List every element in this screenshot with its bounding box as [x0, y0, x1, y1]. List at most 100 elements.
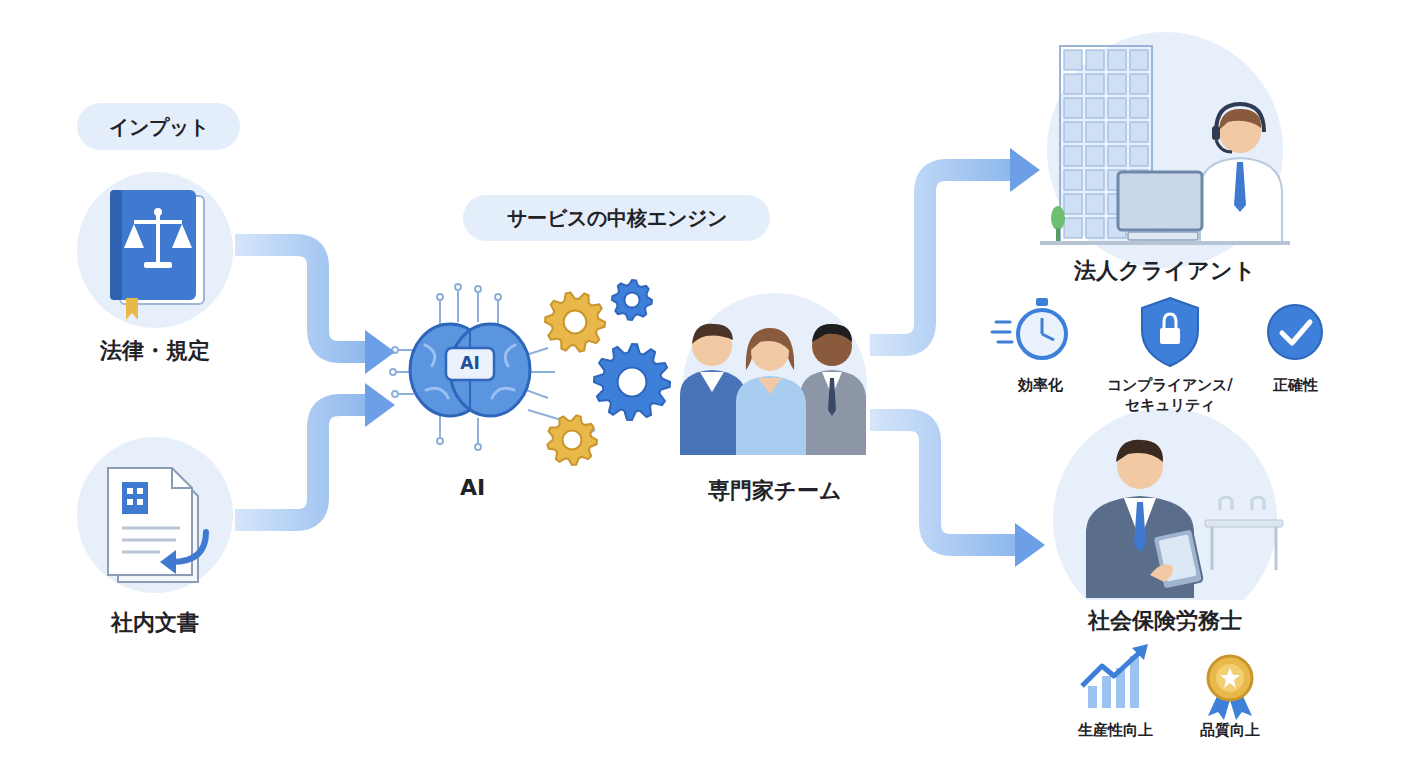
medal-icon-part — [1208, 656, 1252, 700]
brain-icon-part-part — [526, 348, 548, 355]
document-icon-part — [122, 551, 160, 554]
growth-chart-icon-part — [1088, 686, 1097, 708]
consultant-illustration-part — [1053, 408, 1277, 600]
brain-icon-part-part — [528, 371, 555, 373]
consultant-illustration-part — [1220, 497, 1232, 510]
consultant-illustration-part — [1150, 564, 1173, 582]
book-icon-part — [154, 208, 162, 216]
book-icon-part — [124, 224, 144, 248]
consultant-illustration-part — [1252, 497, 1264, 510]
team-illustration-part — [758, 378, 782, 394]
office-illustration-part — [1051, 206, 1065, 230]
brain-icon-part-part — [439, 300, 441, 327]
team-illustration-part — [812, 324, 852, 342]
brain-icon-part-part — [437, 438, 443, 444]
document-icon-part — [122, 527, 180, 530]
book-icon-part — [110, 190, 122, 300]
office-illustration-part — [1216, 104, 1264, 132]
section-pill: サービスの中核エンジン — [463, 195, 770, 241]
growth-chart-icon-part — [1082, 652, 1140, 686]
office-illustration-part — [1200, 158, 1282, 242]
medal-icon — [1208, 656, 1252, 720]
brain-icon-part-part — [390, 369, 396, 375]
shield-icon — [1142, 298, 1198, 366]
flow-arrow — [235, 245, 395, 374]
medal-icon-part — [1220, 668, 1240, 688]
team-illustration-part — [828, 378, 836, 416]
node-text: 社会保険労務士 — [1088, 608, 1242, 634]
check-icon-part — [1268, 305, 1322, 359]
document-icon-part — [127, 488, 133, 494]
office-illustration-part — [1212, 126, 1220, 140]
book-icon-part — [144, 262, 172, 268]
consultant-illustration — [1053, 408, 1283, 632]
stopwatch-icon-part — [1041, 318, 1044, 334]
benefit-label: 正確性 — [1273, 375, 1318, 395]
stopwatch-icon-part — [998, 341, 1012, 344]
office-illustration — [1040, 32, 1290, 268]
flow-arrow-part — [870, 420, 1017, 545]
flow-arrow-part — [235, 405, 367, 520]
brain-icon-part-part — [437, 294, 443, 300]
team-illustration-part — [700, 372, 724, 392]
flow-arrow — [235, 383, 395, 520]
office-illustration-part — [1047, 32, 1283, 268]
document-icon-part — [127, 499, 133, 505]
consultant-illustration-part — [1211, 527, 1214, 570]
gear-icons-part — [545, 292, 605, 351]
brain-icon-part-part — [475, 444, 481, 450]
team-illustration — [680, 293, 867, 477]
office-illustration-part — [1234, 162, 1246, 212]
stopwatch-icon-part — [992, 331, 1010, 334]
book-icon-part — [134, 220, 182, 224]
team-illustration-part — [692, 324, 733, 344]
document-icon-part — [160, 550, 176, 574]
gear-icons-part — [563, 431, 582, 450]
node-text: AI — [460, 475, 485, 501]
office-illustration-part — [1128, 232, 1198, 240]
book-icon-part — [110, 190, 196, 300]
team-illustration-part — [751, 331, 789, 350]
shield-icon-part — [1164, 314, 1176, 328]
book-icon-part — [156, 212, 160, 262]
brain-icon-part-part — [455, 284, 461, 290]
gear-icons-part — [624, 292, 639, 307]
brain-icon-part-part — [477, 292, 479, 322]
document-icon-part — [137, 488, 143, 494]
growth-chart-icon-part — [1132, 644, 1148, 660]
flow-arrow-part — [235, 245, 367, 352]
client-node: 社会保険労務士 — [1045, 405, 1285, 640]
growth-chart-icon — [1082, 644, 1148, 708]
brain-icon-part-part — [475, 286, 481, 292]
gear-icons-part — [547, 415, 597, 465]
office-illustration-part — [1219, 109, 1261, 130]
brain-icon-part-part — [398, 393, 414, 395]
medal-icon-part — [1216, 664, 1244, 692]
gear-icons-part — [612, 280, 652, 320]
node-text: 社内文書 — [111, 610, 199, 636]
benefit-label: 生産性向上 — [1078, 720, 1153, 740]
flow-arrow-part — [1015, 523, 1045, 567]
benefit-label: 効率化 — [1018, 375, 1063, 395]
gear-icons-part — [564, 311, 587, 334]
section-pill: インプット — [77, 103, 240, 150]
stopwatch-icon-part — [996, 321, 1010, 324]
book-icon-part — [77, 172, 233, 328]
benefit-label: 品質向上 — [1200, 720, 1260, 740]
node-text: 専門家チーム — [708, 478, 842, 504]
check-icon — [1268, 305, 1322, 359]
brain-icon-part-part — [495, 294, 501, 300]
office-illustration-part — [1118, 172, 1202, 230]
flow-arrow — [870, 420, 1045, 567]
gear-icons-part — [594, 344, 670, 420]
check-icon-part — [1282, 322, 1310, 343]
shield-icon-part — [1160, 328, 1180, 344]
stopwatch-icon-part — [1036, 298, 1048, 306]
benefit-label: コンプライアンス/ セキュリティ — [1090, 375, 1250, 416]
book-icon-part — [126, 298, 138, 320]
team-illustration-part — [736, 376, 806, 455]
document-icon — [77, 437, 233, 593]
consultant-illustration-part — [1134, 502, 1146, 552]
consultant-illustration-part — [1205, 520, 1283, 527]
